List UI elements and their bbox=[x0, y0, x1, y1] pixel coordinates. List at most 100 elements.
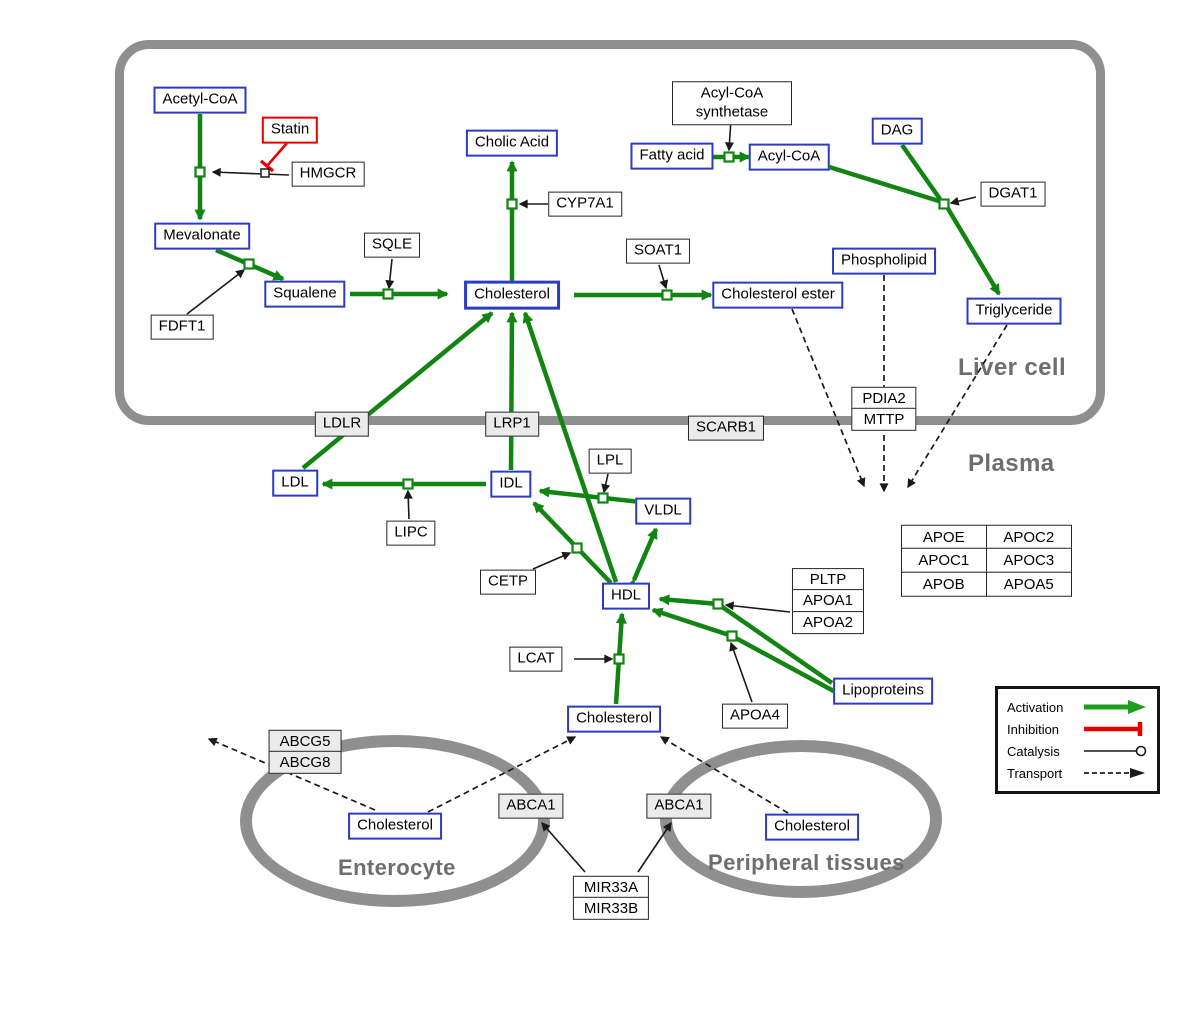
edge-cholesterol-ester-secretion bbox=[791, 308, 866, 488]
inhibition-edge bbox=[259, 142, 288, 173]
edge-dag-to-dgat1-junction bbox=[900, 143, 942, 201]
node-acyl-coa[interactable]: Acyl-CoA bbox=[748, 143, 830, 171]
reaction-nodes bbox=[194, 151, 950, 665]
node-abcg-stack: ABCG5 ABCG8 bbox=[268, 729, 342, 775]
edge-mir33-to-abca1-left bbox=[541, 821, 586, 873]
edge-hdl-to-cholesterol bbox=[522, 311, 619, 583]
reaction-node-sqle bbox=[382, 288, 394, 300]
node-dag[interactable]: DAG bbox=[871, 117, 923, 145]
activation-edges bbox=[194, 114, 1001, 705]
node-statin[interactable]: Statin bbox=[261, 116, 319, 144]
node-pdia2-mttp-stack: PDIA2 MTTP bbox=[851, 386, 917, 432]
edge-sqle-catalysis bbox=[385, 258, 395, 290]
peripheral-tissues-label: Peripheral tissues bbox=[708, 850, 905, 875]
node-apoc3[interactable]: APOC3 bbox=[985, 547, 1072, 573]
node-phospholipid[interactable]: Phospholipid bbox=[832, 247, 936, 275]
node-apob[interactable]: APOB bbox=[900, 571, 987, 597]
node-lpl[interactable]: LPL bbox=[588, 448, 632, 474]
edge-triglyceride-secretion bbox=[907, 324, 1008, 489]
node-cholesterol-peripheral[interactable]: Cholesterol bbox=[765, 813, 859, 841]
node-lipc[interactable]: LIPC bbox=[386, 520, 436, 546]
edge-dgat1-catalysis bbox=[949, 196, 977, 206]
reaction-node-soat1 bbox=[661, 289, 673, 301]
node-apoa1[interactable]: APOA1 bbox=[791, 589, 865, 613]
node-cholesterol-enterocyte[interactable]: Cholesterol bbox=[348, 812, 442, 840]
edge-soat1-catalysis bbox=[658, 264, 669, 290]
edge-cetp-catalysis bbox=[532, 551, 572, 570]
node-abca1-left[interactable]: ABCA1 bbox=[498, 793, 564, 819]
node-apoa2[interactable]: APOA2 bbox=[791, 610, 865, 634]
edge-hdl-vldl-exchange bbox=[625, 527, 659, 591]
node-mevalonate[interactable]: Mevalonate bbox=[154, 222, 250, 250]
catalysis-edges bbox=[186, 118, 977, 873]
node-triglyceride[interactable]: Triglyceride bbox=[966, 297, 1062, 325]
node-dgat1[interactable]: DGAT1 bbox=[980, 181, 1046, 207]
edge-idl-to-cholesterol bbox=[506, 311, 518, 471]
node-hdl[interactable]: HDL bbox=[601, 582, 651, 610]
legend-catalysis-label: Catalysis bbox=[1007, 743, 1060, 759]
legend-activation-label: Activation bbox=[1007, 699, 1064, 715]
reaction-node-cyp7a1 bbox=[506, 198, 518, 210]
node-cholic-acid[interactable]: Cholic Acid bbox=[465, 129, 559, 157]
edge-cholesterol-abcg-efflux bbox=[207, 737, 376, 811]
catalysis-circle-symbol bbox=[1084, 745, 1147, 757]
reaction-node-dgat1 bbox=[938, 198, 950, 210]
legend-row-activation: Activation bbox=[1007, 696, 1148, 718]
reaction-node-apoa4 bbox=[726, 630, 738, 642]
statin-inhibition-tbar bbox=[259, 159, 275, 173]
node-fatty-acid[interactable]: Fatty acid bbox=[630, 142, 714, 170]
node-scarb1[interactable]: SCARB1 bbox=[687, 415, 765, 441]
node-cholesterol-plasma[interactable]: Cholesterol bbox=[567, 705, 661, 733]
node-pltp-apoa-stack: PLTP APOA1 APOA2 bbox=[791, 568, 865, 634]
node-lrp1[interactable]: LRP1 bbox=[485, 411, 539, 437]
reaction-node-lpl bbox=[597, 492, 609, 504]
node-cetp[interactable]: CETP bbox=[479, 569, 537, 595]
node-mir33b[interactable]: MIR33B bbox=[572, 897, 650, 921]
node-apoa5[interactable]: APOA5 bbox=[985, 571, 1072, 597]
node-abcg5[interactable]: ABCG5 bbox=[268, 729, 342, 753]
node-fdft1[interactable]: FDFT1 bbox=[150, 314, 214, 340]
node-pdia2[interactable]: PDIA2 bbox=[851, 386, 917, 410]
node-mttp[interactable]: MTTP bbox=[851, 408, 917, 432]
legend-row-inhibition: Inhibition bbox=[1007, 718, 1148, 740]
activation-arrow-symbol bbox=[1084, 700, 1146, 714]
node-ldlr[interactable]: LDLR bbox=[314, 411, 370, 437]
node-sqle[interactable]: SQLE bbox=[363, 232, 421, 258]
node-apoc2[interactable]: APOC2 bbox=[985, 524, 1072, 550]
node-ldl[interactable]: LDL bbox=[272, 469, 318, 497]
node-vldl[interactable]: VLDL bbox=[635, 497, 691, 525]
edge-peripheral-cholesterol-efflux bbox=[659, 736, 789, 814]
node-apoa4[interactable]: APOA4 bbox=[721, 703, 789, 729]
node-acetyl-coa[interactable]: Acetyl-CoA bbox=[153, 86, 247, 114]
node-cyp7a1[interactable]: CYP7A1 bbox=[548, 191, 622, 217]
legend: Activation Inhibition Catalysis Transpor… bbox=[995, 686, 1160, 794]
node-mir33-stack: MIR33A MIR33B bbox=[572, 875, 650, 921]
node-apoc1[interactable]: APOC1 bbox=[900, 547, 987, 573]
node-cholesterol-liver[interactable]: Cholesterol bbox=[464, 280, 560, 310]
node-acyl-coa-synthetase[interactable]: Acyl-CoA synthetase bbox=[672, 81, 792, 125]
node-lipoproteins[interactable]: Lipoproteins bbox=[833, 677, 933, 705]
legend-inhibition-label: Inhibition bbox=[1007, 721, 1060, 737]
node-mir33a[interactable]: MIR33A bbox=[572, 875, 650, 899]
reaction-node-statin-target bbox=[260, 168, 270, 178]
node-hmgcr[interactable]: HMGCR bbox=[291, 161, 365, 187]
reaction-node-lcat bbox=[613, 653, 625, 665]
node-soat1[interactable]: SOAT1 bbox=[625, 238, 691, 264]
node-abcg8[interactable]: ABCG8 bbox=[268, 751, 342, 775]
transport-dashed-arrow-symbol bbox=[1084, 768, 1145, 778]
node-apoe[interactable]: APOE bbox=[900, 524, 987, 550]
node-idl[interactable]: IDL bbox=[490, 470, 532, 498]
reaction-node-apoa bbox=[712, 598, 724, 610]
node-lcat[interactable]: LCAT bbox=[509, 646, 563, 672]
inhibition-tbar-symbol bbox=[1084, 722, 1143, 736]
node-cholesterol-ester[interactable]: Cholesterol ester bbox=[712, 281, 844, 309]
reaction-node-lipc bbox=[402, 478, 414, 490]
edge-acylcoa-to-dgat1-junction bbox=[825, 163, 943, 205]
node-squalene[interactable]: Squalene bbox=[264, 280, 346, 308]
node-abca1-right[interactable]: ABCA1 bbox=[646, 793, 712, 819]
edge-lipc-catalysis bbox=[403, 489, 413, 520]
node-pltp[interactable]: PLTP bbox=[791, 568, 865, 592]
edge-mir33-to-abca1-right bbox=[637, 821, 672, 873]
